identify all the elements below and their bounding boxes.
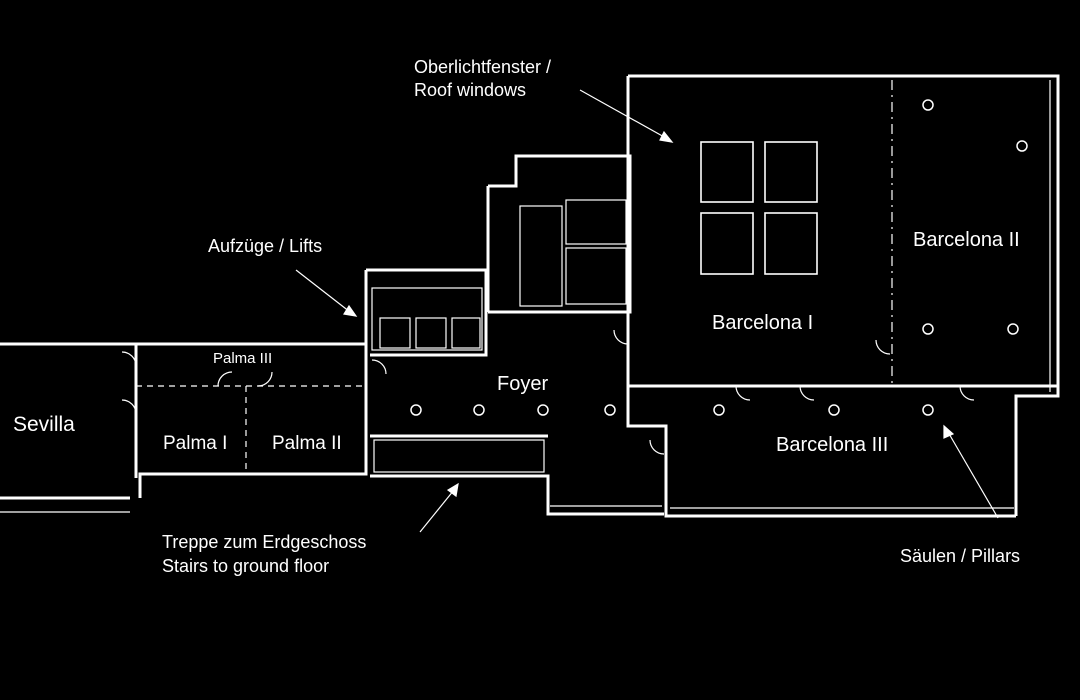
room-barcelona-ii: Barcelona II <box>913 229 1020 251</box>
label-pillars: Säulen / Pillars <box>900 546 1020 566</box>
label-roof-windows-en: Roof windows <box>414 80 526 100</box>
doors <box>121 329 975 455</box>
room-barcelona-i: Barcelona I <box>712 312 813 334</box>
room-palma-ii: Palma II <box>272 433 342 454</box>
room-sevilla: Sevilla <box>13 413 75 436</box>
pillars <box>410 99 1028 416</box>
room-palma-iii: Palma III <box>213 350 272 367</box>
roof-windows <box>700 141 818 275</box>
walls <box>0 74 1060 518</box>
room-barcelona-iii: Barcelona III <box>776 434 888 456</box>
label-stairs-de: Treppe zum Erdgeschoss <box>162 532 366 552</box>
partitions <box>0 80 1051 513</box>
room-palma-i: Palma I <box>163 433 227 454</box>
label-stairs-en: Stairs to ground floor <box>162 556 329 576</box>
label-lifts: Aufzüge / Lifts <box>208 236 322 256</box>
label-roof-windows-de: Oberlichtfenster / <box>414 57 551 77</box>
annotation-arrows <box>295 89 999 533</box>
room-foyer: Foyer <box>497 373 548 395</box>
